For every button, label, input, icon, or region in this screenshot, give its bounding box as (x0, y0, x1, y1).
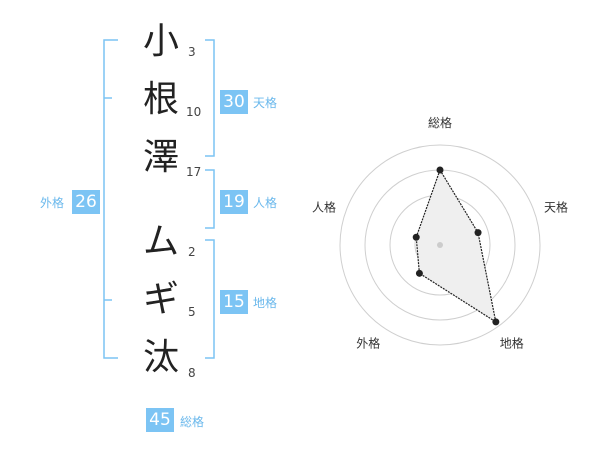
radar-point (436, 166, 444, 174)
radar-points (412, 166, 500, 326)
stroke-count-2: 10 (186, 105, 202, 119)
bracket-lines (103, 39, 215, 359)
soukaku-value: 45 (146, 408, 174, 432)
radar-axis-label: 外格 (356, 336, 380, 351)
radar-center (437, 242, 443, 248)
stroke-count-5: 5 (188, 305, 196, 319)
jinkaku-value: 19 (220, 190, 248, 214)
name-char-5: ギ (143, 279, 180, 320)
gaikaku-value: 26 (72, 190, 100, 214)
radar-axis-label: 人格 (312, 199, 336, 214)
radar-point (492, 318, 500, 326)
radar-axis-label: 天格 (544, 199, 568, 214)
radar-point (415, 269, 423, 277)
radar-axis-label: 地格 (500, 336, 524, 351)
jinkaku-bracket (205, 169, 215, 229)
name-char-6: 汰 (143, 337, 180, 378)
gaikaku-label: 外格 (40, 196, 65, 210)
tenkaku-value: 30 (220, 90, 248, 114)
tenkaku-label: 天格 (253, 96, 278, 110)
chikaku-value: 15 (220, 290, 248, 314)
stroke-count-1: 3 (188, 45, 196, 59)
soukaku-label: 総格 (180, 415, 205, 429)
chikaku-bracket (205, 239, 215, 359)
chikaku-label: 地格 (253, 296, 278, 310)
tenkaku-bracket (205, 39, 215, 157)
name-char-3: 澤 (143, 137, 180, 178)
stroke-count-3: 17 (186, 165, 202, 179)
stroke-count-6: 8 (188, 366, 196, 380)
name-char-1: 小 (143, 21, 180, 62)
radar-axis-label: 総格 (428, 115, 452, 130)
radar-ring (339, 144, 541, 346)
name-char-4: ム (143, 221, 180, 262)
gaikaku-bracket (103, 39, 118, 359)
jinkaku-label: 人格 (253, 196, 278, 210)
stroke-count-4: 2 (188, 245, 196, 259)
radar-point (412, 233, 420, 241)
radar-point (474, 229, 482, 237)
radar-area (415, 168, 497, 324)
name-char-2: 根 (143, 79, 180, 120)
